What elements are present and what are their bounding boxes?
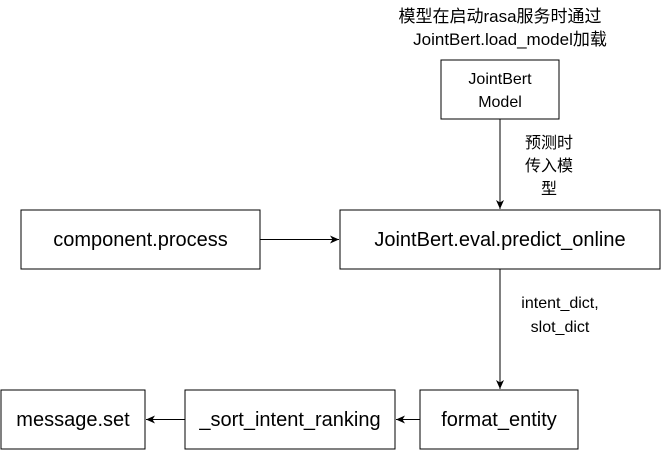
node-format-entity-label: format_entity [441, 409, 557, 431]
node-sort-intent-ranking: _sort_intent_ranking [184, 389, 396, 450]
node-sort-intent-ranking-label: _sort_intent_ranking [198, 409, 380, 431]
node-predict-online-label: JointBert.eval.predict_online [374, 229, 625, 251]
node-message-set: message.set [0, 389, 146, 450]
edge-model-label-line-2: 传入模 [525, 157, 573, 175]
node-predict-online: JointBert.eval.predict_online [339, 209, 661, 270]
node-component-process-label: component.process [53, 229, 228, 251]
node-jointbert-model-line-1: JointBert [468, 71, 532, 88]
top-note-line-2: JointBert.load_model加载 [413, 30, 607, 49]
top-note-line-1: 模型在启动rasa服务时通过 [398, 7, 601, 26]
edge-model-label-line-3: 型 [541, 180, 557, 198]
edge-predict-label-line-2: slot_dict [531, 319, 590, 336]
node-message-set-label: message.set [16, 409, 130, 431]
node-jointbert-model-line-2: Model [478, 94, 522, 111]
node-format-entity: format_entity [419, 389, 579, 450]
node-component-process: component.process [20, 209, 261, 270]
edge-model-label-line-1: 预测时 [525, 134, 573, 152]
edge-predict-label-line-1: intent_dict, [521, 295, 598, 312]
node-jointbert-model: JointBert Model [440, 59, 560, 120]
